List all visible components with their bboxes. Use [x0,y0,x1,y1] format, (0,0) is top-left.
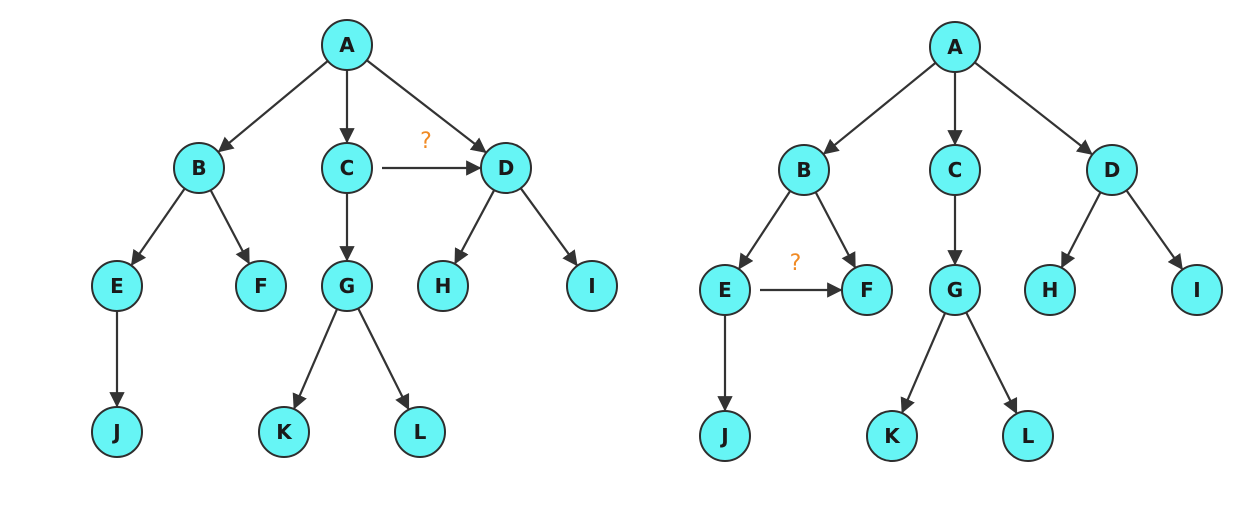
node-circle [480,142,532,194]
node-label: L [1022,424,1035,448]
node-label: I [588,274,595,298]
node-circle [417,260,469,312]
node-e: E [91,260,143,312]
right-tree: ? A B C D E F G H I J K L [699,21,1223,462]
edge-d-i [1125,189,1183,271]
node-l: L [394,406,446,458]
edge-b-e [130,187,186,266]
left-tree: ? A B C D E F G H I J K L [91,19,618,458]
node-h: H [417,260,469,312]
node-f: F [841,264,893,316]
node-d: D [1086,144,1138,196]
node-label: H [1042,278,1059,302]
edge-a-b [822,61,937,155]
node-circle [321,19,373,71]
node-label: D [498,156,515,180]
node-label: A [947,35,963,59]
node-h: H [1024,264,1076,316]
node-d: D [480,142,532,194]
edge-g-k [292,308,339,410]
node-label: L [414,420,427,444]
edge-d-i [519,187,578,267]
node-g: G [321,260,373,312]
node-label: B [796,158,811,182]
node-circle [699,264,751,316]
node-i: I [1171,264,1223,316]
node-c: C [321,142,373,194]
edge-b-f [814,191,856,269]
question-mark-label: ? [790,251,802,276]
node-label: A [339,33,355,57]
edge-a-b [217,60,329,153]
node-circle [321,142,373,194]
node-circle [1171,264,1223,316]
node-f: F [235,260,287,312]
node-c: C [929,144,981,196]
node-circle [778,144,830,196]
node-circle [173,142,225,194]
node-circle [866,410,918,462]
node-g: G [929,264,981,316]
node-label: F [860,278,874,302]
node-circle [566,260,618,312]
node-circle [1002,410,1054,462]
edge-d-h [1060,191,1102,269]
node-circle [235,260,287,312]
node-circle [394,406,446,458]
node-k: K [258,406,310,458]
node-e: E [699,264,751,316]
node-circle [258,406,310,458]
node-label: K [276,420,293,444]
edge-a-d [974,61,1093,155]
node-label: I [1193,278,1200,302]
node-label: G [947,278,963,302]
node-circle [1086,144,1138,196]
node-circle [91,406,143,458]
node-label: C [948,158,963,182]
node-circle [929,144,981,196]
node-label: H [435,274,452,298]
node-circle [841,264,893,316]
edge-g-l [357,307,410,411]
node-b: B [778,144,830,196]
node-i: I [566,260,618,312]
node-circle [321,260,373,312]
node-j: J [699,410,751,462]
node-circle [699,410,751,462]
node-l: L [1002,410,1054,462]
node-circle [1024,264,1076,316]
node-label: C [340,156,355,180]
node-j: J [91,406,143,458]
edge-g-k [900,312,947,414]
edge-g-l [965,311,1018,415]
node-a: A [321,19,373,71]
node-circle [91,260,143,312]
node-label: F [254,274,268,298]
question-mark-label: ? [420,129,432,154]
node-label: K [884,424,901,448]
node-circle [929,21,981,73]
node-label: G [339,274,355,298]
node-label: J [719,424,728,448]
node-a: A [929,21,981,73]
node-label: E [718,278,732,302]
node-k: K [866,410,918,462]
node-circle [929,264,981,316]
node-label: J [111,420,120,444]
edge-b-f [209,189,250,265]
node-label: B [191,156,206,180]
edge-a-d [366,59,487,154]
node-label: D [1104,158,1121,182]
node-label: E [110,274,124,298]
edge-d-h [454,189,496,265]
edge-b-e [738,190,792,270]
node-b: B [173,142,225,194]
